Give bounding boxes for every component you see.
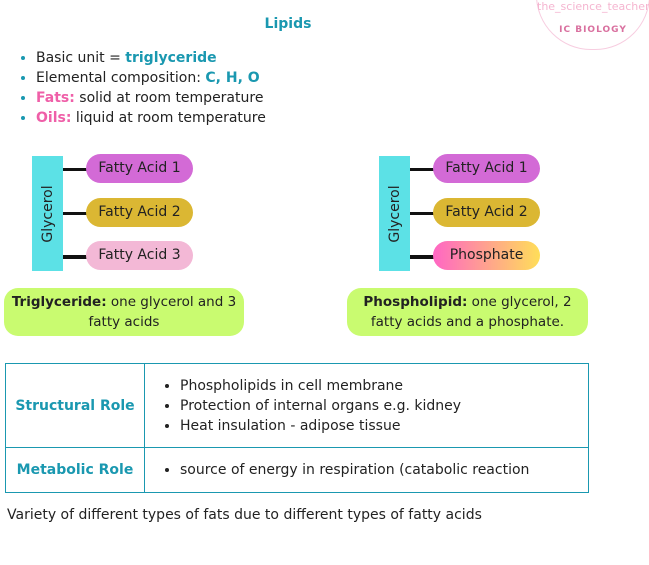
phospholipid-caption: Phospholipid: one glycerol, 2 fatty acid…	[347, 288, 588, 336]
caption-term: Triglyceride:	[11, 294, 107, 310]
bullet-key: Oils:	[36, 110, 72, 126]
list-item: source of energy in respiration (catabol…	[180, 460, 587, 480]
bullet-item: Basic unit = triglyceride	[36, 48, 266, 68]
role-header: Metabolic Role	[5, 447, 145, 493]
bullet-text: solid at room temperature	[74, 90, 264, 106]
bullet-text: liquid at room temperature	[71, 110, 266, 126]
role-items: Phospholipids in cell membrane Protectio…	[144, 363, 589, 448]
glycerol-label: Glycerol	[39, 184, 56, 243]
bond-line	[63, 212, 87, 215]
bullet-item: Fats: solid at room temperature	[36, 88, 266, 108]
list-item: Protection of internal organs e.g. kidne…	[180, 396, 587, 416]
caption-text: one glycerol and 3 fatty acids	[88, 294, 237, 330]
fatty-acid-1: Fatty Acid 1	[433, 154, 540, 183]
bond-line	[410, 168, 434, 171]
role-items: source of energy in respiration (catabol…	[144, 447, 589, 493]
bullet-label: Basic unit =	[36, 50, 126, 66]
page-title: Lipids	[264, 16, 312, 32]
table-row: Metabolic Role source of energy in respi…	[5, 447, 589, 493]
bond-line	[63, 255, 87, 259]
bullet-item: Elemental composition: C, H, O	[36, 68, 266, 88]
phosphate: Phosphate	[433, 241, 540, 270]
triglyceride-caption: Triglyceride: one glycerol and 3 fatty a…	[4, 288, 244, 336]
glycerol-bar: Glycerol	[32, 156, 63, 271]
watermark-logo: the_science_teacher_ IC BIOLOGY	[536, 0, 649, 50]
watermark-subtext: IC BIOLOGY	[559, 25, 627, 35]
roles-table: Structural Role Phospholipids in cell me…	[5, 363, 589, 493]
bullet-value: C, H, O	[205, 70, 260, 86]
fatty-acid-1: Fatty Acid 1	[86, 154, 193, 183]
table-row: Structural Role Phospholipids in cell me…	[5, 363, 589, 448]
bullet-item: Oils: liquid at room temperature	[36, 108, 266, 128]
fatty-acid-2: Fatty Acid 2	[86, 198, 193, 227]
bullet-label: Elemental composition:	[36, 70, 206, 86]
fatty-acid-3: Fatty Acid 3	[86, 241, 193, 270]
bullet-key: Fats:	[36, 90, 75, 106]
caption-term: Phospholipid:	[363, 294, 468, 310]
bond-line	[410, 212, 434, 215]
glycerol-bar: Glycerol	[379, 156, 410, 271]
glycerol-label: Glycerol	[386, 184, 403, 243]
caption-text: one glycerol, 2 fatty acids and a phosph…	[370, 294, 572, 330]
list-item: Heat insulation - adipose tissue	[180, 416, 587, 436]
list-item: Phospholipids in cell membrane	[180, 376, 587, 396]
footer-note: Variety of different types of fats due t…	[7, 507, 482, 523]
bond-line	[410, 255, 434, 259]
bullet-list: Basic unit = triglyceride Elemental comp…	[6, 48, 266, 128]
bond-line	[63, 168, 87, 171]
watermark-text: the_science_teacher_	[537, 0, 649, 13]
fatty-acid-2: Fatty Acid 2	[433, 198, 540, 227]
bullet-value: triglyceride	[125, 50, 217, 66]
role-header: Structural Role	[5, 363, 145, 448]
